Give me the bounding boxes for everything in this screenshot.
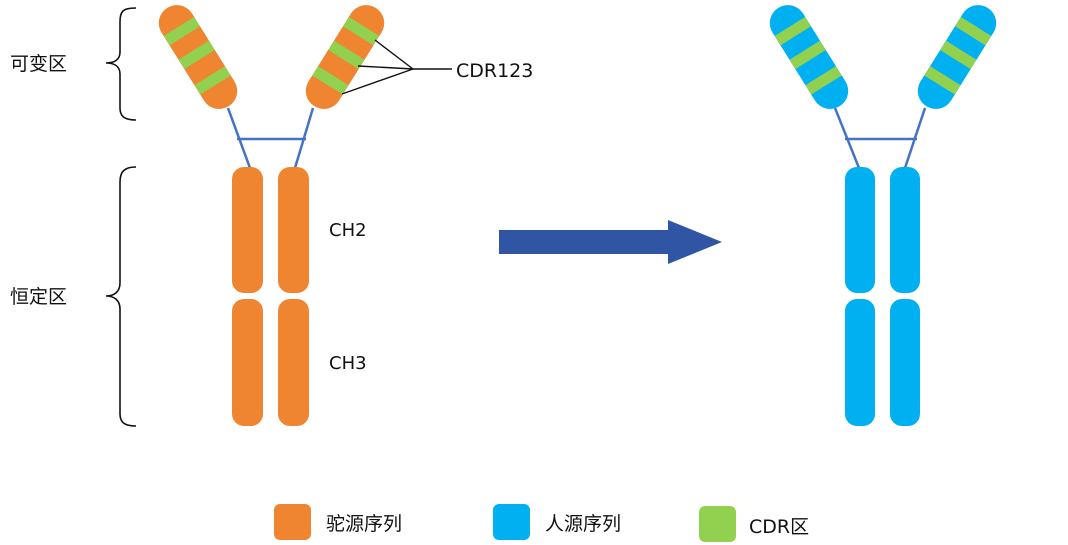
ch2-domain-left bbox=[232, 167, 263, 293]
legend-camel-swatch bbox=[274, 504, 311, 540]
variable-arm-right bbox=[917, 5, 997, 109]
cdr-pointer-lines bbox=[341, 39, 452, 95]
cdr-label: CDR123 bbox=[456, 60, 533, 82]
ch2-domain-right bbox=[278, 167, 309, 293]
camel-antibody bbox=[158, 5, 385, 426]
humanized-antibody bbox=[769, 5, 997, 426]
constant-region-label: 恒定区 bbox=[10, 286, 67, 308]
legend: 驼源序列 人源序列 CDR区 bbox=[274, 504, 809, 542]
legend-cdr-swatch bbox=[699, 506, 736, 542]
legend-human-swatch bbox=[493, 504, 530, 540]
ch3-domain-left bbox=[232, 299, 263, 426]
variable-arm-left bbox=[158, 5, 238, 109]
ch2-domain-right bbox=[890, 167, 920, 293]
variable-region-bracket bbox=[105, 7, 137, 121]
variable-arm-left bbox=[769, 5, 849, 109]
ch3-domain-left bbox=[845, 299, 875, 426]
ch3-domain-right bbox=[278, 299, 309, 426]
hinge-linker bbox=[226, 107, 315, 169]
ch2-domain-left bbox=[845, 167, 875, 293]
constant-region-bracket bbox=[105, 166, 137, 427]
ch3-label: CH3 bbox=[329, 353, 367, 374]
humanization-arrow bbox=[499, 220, 722, 264]
hinge-linker bbox=[833, 107, 927, 169]
ch2-label: CH2 bbox=[329, 220, 367, 241]
variable-arm-right bbox=[305, 5, 385, 109]
legend-cdr-label: CDR区 bbox=[749, 516, 809, 538]
ch3-domain-right bbox=[890, 299, 920, 426]
variable-region-label: 可变区 bbox=[10, 53, 67, 75]
legend-human-label: 人源序列 bbox=[545, 513, 621, 535]
legend-camel-label: 驼源序列 bbox=[326, 513, 402, 535]
